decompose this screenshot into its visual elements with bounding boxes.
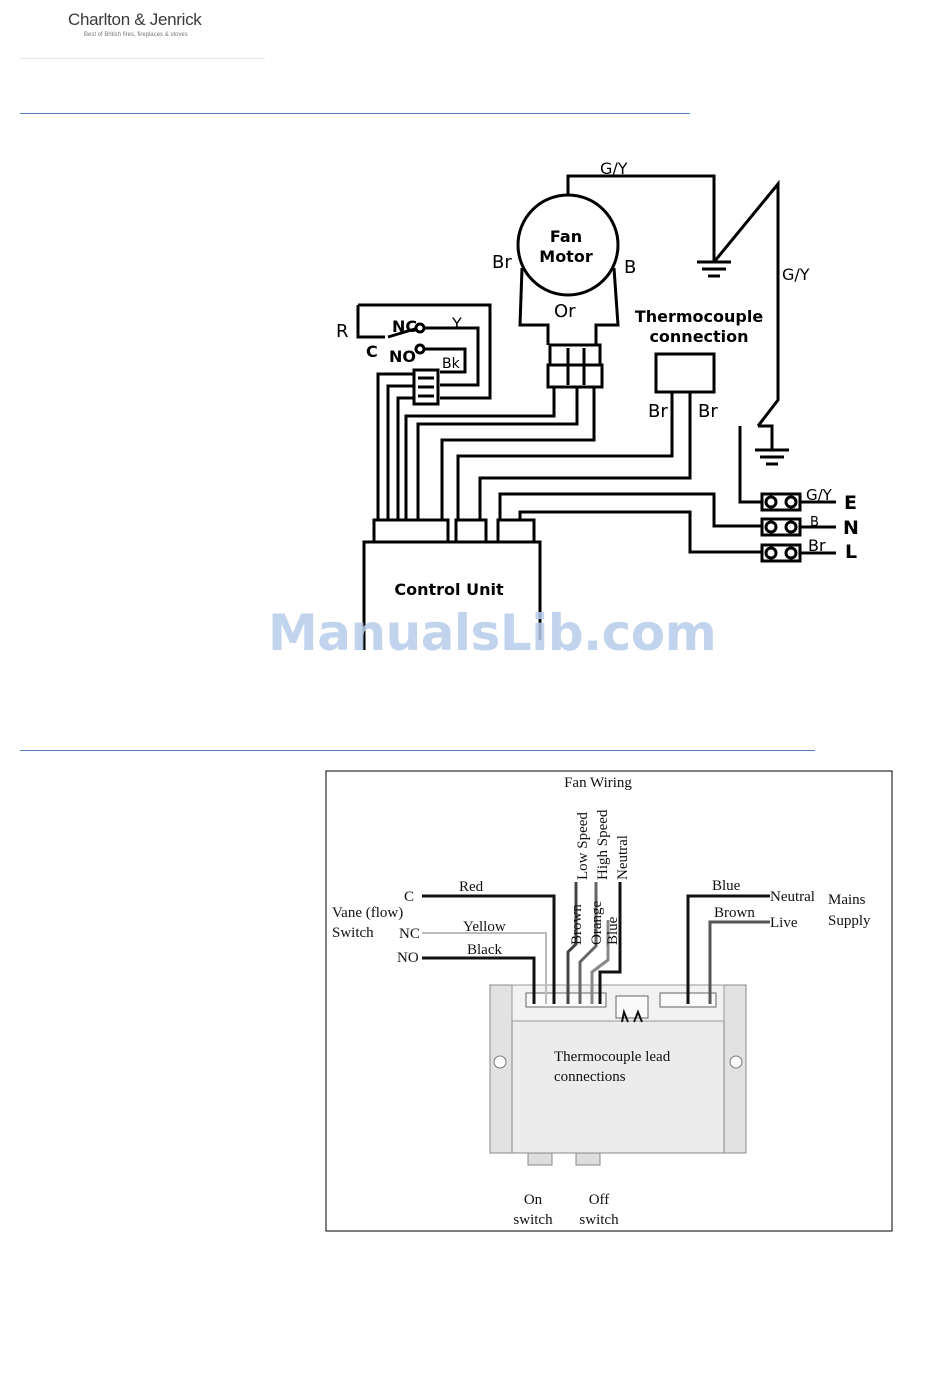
label-brown-vertical: Brown: [569, 904, 585, 945]
label-br-tc2: Br: [698, 401, 718, 422]
label-live: L: [845, 541, 857, 563]
mains-supply-label-1: Mains: [828, 892, 866, 908]
brand-logo: Charlton & Jenrick Best of British fires…: [68, 10, 268, 38]
label-b-motor: B: [624, 257, 636, 278]
thermocouple-lead-label-1: Thermocouple lead: [554, 1049, 671, 1065]
label-b-terminal: B: [810, 515, 819, 530]
label-neutral: Neutral: [770, 889, 815, 905]
thermocouple-label-2: connection: [649, 327, 748, 346]
fan-wiring-diagram: Fan Wiring Low Speed High Speed Neutral …: [325, 770, 893, 1232]
fan-motor-label-1: Fan: [550, 227, 582, 246]
label-no: NO: [389, 347, 416, 366]
brand-name: Charlton & Jenrick: [68, 10, 202, 29]
fan-motor-label-2: Motor: [539, 247, 593, 266]
vane-switch-label-1: Vane (flow): [332, 905, 403, 921]
label-c: C: [404, 889, 414, 905]
label-gy-right: G/Y: [782, 265, 810, 284]
label-no: NO: [397, 950, 419, 966]
label-blue: Blue: [712, 878, 741, 894]
thermocouple-label-1: Thermocouple: [635, 307, 764, 326]
label-br-tc1: Br: [648, 401, 668, 422]
label-blue-vertical: Blue: [605, 916, 621, 945]
label-br-motor: Br: [492, 252, 512, 273]
on-switch-label-1: On: [524, 1192, 543, 1208]
label-r: R: [336, 321, 349, 342]
label-c: C: [366, 342, 378, 361]
section-divider-top: [20, 113, 690, 114]
watermark: ManualsLib.com: [268, 604, 717, 662]
logo-divider: [20, 58, 265, 59]
label-nc: NC: [392, 317, 417, 336]
label-gy-top: G/Y: [600, 159, 628, 178]
label-black: Black: [467, 942, 502, 958]
control-unit-label: Control Unit: [394, 580, 504, 599]
brand-tagline: Best of British fires, fireplaces & stov…: [84, 32, 188, 38]
off-switch-label-2: switch: [579, 1212, 619, 1228]
label-low-speed: Low Speed: [575, 812, 591, 880]
label-nc: NC: [399, 926, 420, 942]
on-switch-label-2: switch: [513, 1212, 553, 1228]
label-yellow: Yellow: [463, 919, 506, 935]
label-neutral-vertical: Neutral: [615, 835, 631, 880]
label-orange-vertical: Orange: [589, 901, 605, 945]
vane-switch-label-2: Switch: [332, 925, 374, 941]
label-earth: E: [844, 492, 857, 514]
label-or: Or: [554, 301, 576, 322]
label-high-speed: High Speed: [595, 809, 611, 880]
label-y: Y: [451, 314, 462, 333]
label-bk: Bk: [442, 356, 461, 372]
thermocouple-lead-label-2: connections: [554, 1069, 626, 1085]
label-live: Live: [770, 915, 798, 931]
mains-supply-label-2: Supply: [828, 913, 871, 929]
section-divider-middle: [20, 750, 815, 751]
label-br-terminal: Br: [808, 536, 826, 555]
label-neutral: N: [843, 517, 859, 539]
label-red: Red: [459, 879, 484, 895]
fan-wiring-title: Fan Wiring: [564, 775, 632, 791]
label-gy-terminal: G/Y: [806, 486, 833, 504]
label-brown: Brown: [714, 905, 755, 921]
off-switch-label-1: Off: [589, 1192, 610, 1208]
